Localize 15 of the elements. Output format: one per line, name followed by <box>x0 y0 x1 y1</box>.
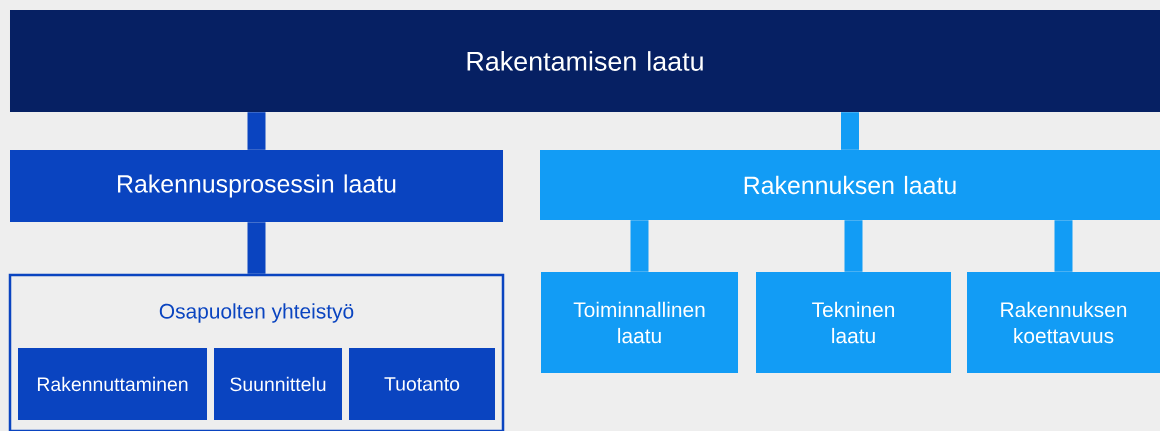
category-box: Rakennuksen laatu <box>540 150 1160 220</box>
category-box: Tekninen laatu <box>756 272 951 373</box>
category-box: Rakennusprosessin laatu <box>10 150 503 222</box>
connector-line <box>247 222 266 274</box>
title-bar: Rakentamisen laatu <box>10 10 1160 112</box>
category-box: Rakennuksen koettavuus <box>967 272 1160 373</box>
connector-line <box>1054 220 1073 272</box>
connector-line <box>247 112 266 150</box>
category-box: Suunnittelu <box>214 348 342 420</box>
connector-line <box>630 220 649 272</box>
category-box: Rakennuttaminen <box>18 348 207 420</box>
connector-line <box>841 112 859 150</box>
connector-line <box>844 220 863 272</box>
category-box: Tuotanto <box>349 348 495 420</box>
category-box: Toiminnallinen laatu <box>541 272 738 373</box>
